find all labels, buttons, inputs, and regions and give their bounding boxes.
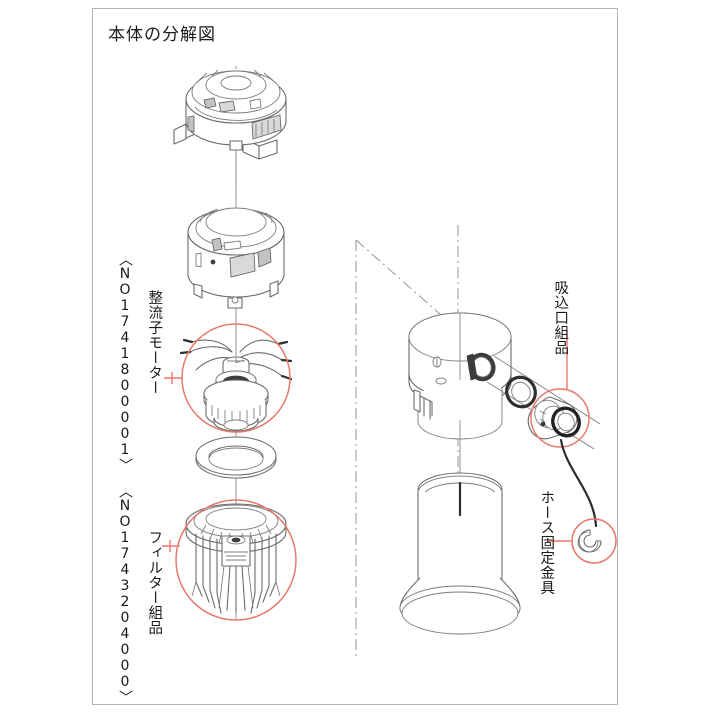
part-hose-cable bbox=[559, 438, 598, 528]
code-commutator-motor: 〈NO1741800001〉 bbox=[117, 252, 133, 472]
part-suction-port-assembly bbox=[527, 396, 581, 440]
part-tank-bucket bbox=[399, 472, 521, 635]
highlight-circle-motor bbox=[164, 323, 291, 433]
label-hose-retaining-bracket: ホース固定金具 bbox=[538, 490, 555, 595]
part-oring-seal bbox=[505, 375, 537, 409]
sheet-border bbox=[92, 8, 618, 705]
label-suction-port-assembly: 吸込口組品 bbox=[552, 280, 569, 355]
part-commutator-motor bbox=[179, 338, 293, 432]
part-motor-housing bbox=[187, 207, 285, 309]
part-filter-assembly bbox=[185, 503, 287, 614]
part-tank-head bbox=[408, 312, 512, 478]
code-filter-assembly: 〈NO1743204000〉 bbox=[117, 484, 133, 704]
highlight-circle-suction-port bbox=[530, 330, 590, 448]
part-gasket-ring bbox=[195, 436, 277, 479]
label-filter-assembly: フィルター組品 bbox=[146, 530, 163, 635]
highlight-circle-filter bbox=[162, 499, 297, 621]
page-title: 本体の分解図 bbox=[108, 25, 216, 45]
part-hose-retaining-bracket bbox=[577, 529, 602, 553]
part-fan-cover-top bbox=[173, 66, 287, 186]
label-commutator-motor: 整流子モーター bbox=[146, 290, 163, 395]
highlight-circle-hose-bracket bbox=[548, 518, 617, 564]
